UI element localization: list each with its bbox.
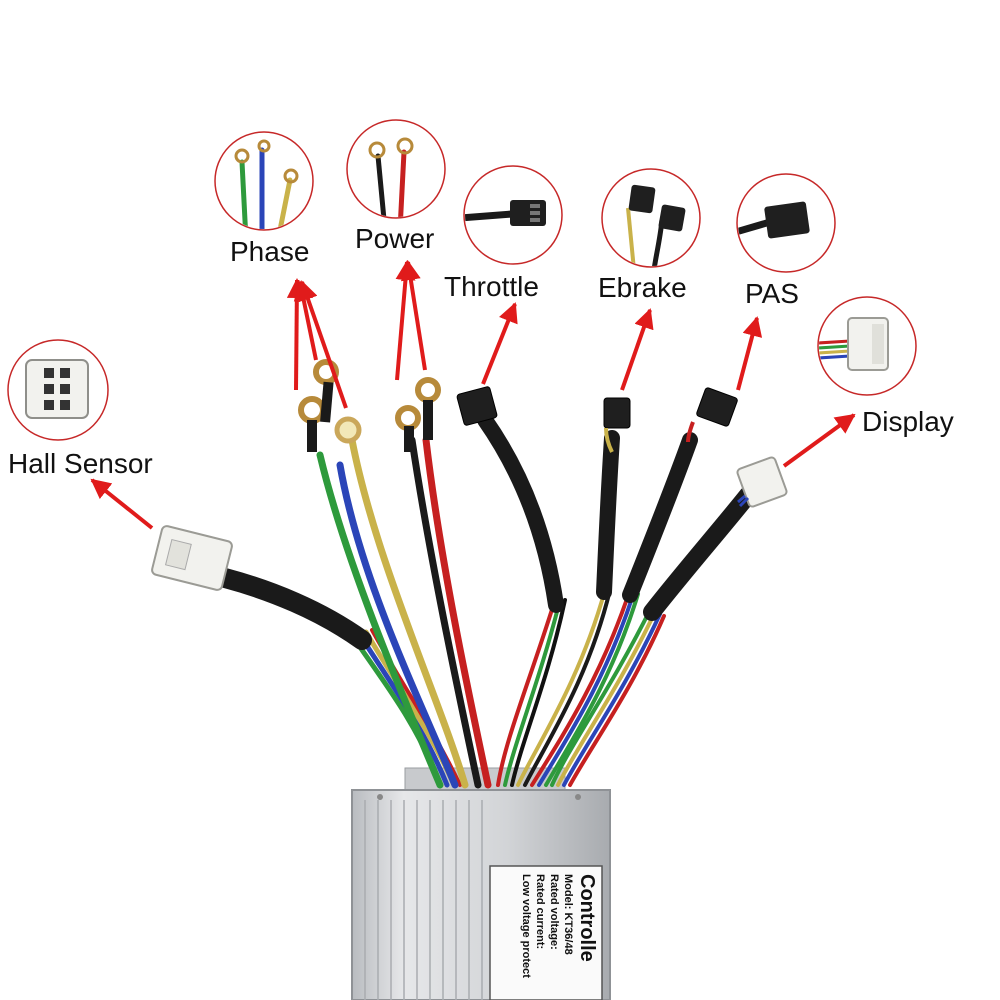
hall-sensor-connector (151, 525, 233, 591)
label-power: Power (355, 223, 435, 254)
pointer-arrows (90, 260, 856, 530)
hall-arrow (90, 478, 154, 530)
power-arrow-2 (400, 260, 427, 371)
label-throttle: Throttle (444, 271, 539, 302)
cable-sheaths (215, 412, 757, 650)
label-pas: PAS (745, 278, 799, 309)
ebrake-arrow (620, 308, 654, 391)
plate-low-voltage: Low voltage protect (520, 874, 532, 978)
phase-arrow-1 (286, 278, 307, 391)
controller-label-plate (489, 865, 603, 1000)
controller-plate-text: Controlle Model: KT36/48 Rated voltage: … (492, 868, 602, 1000)
hall-sensor-detail (7, 339, 109, 441)
plate-model: Model: KT36/48 (562, 874, 574, 955)
display-arrow (782, 413, 856, 468)
phase-arrow-3 (298, 280, 348, 409)
label-phase: Phase (230, 236, 310, 267)
plate-title: Controlle (576, 874, 598, 962)
label-display: Display (862, 406, 954, 437)
plate-rated-current: Rated current: (534, 874, 546, 950)
label-ebrake: Ebrake (598, 272, 687, 303)
controller-housing (351, 767, 611, 1000)
wire-bundle (316, 436, 666, 789)
display-detail (817, 296, 917, 396)
power-arrow-1 (395, 260, 416, 381)
pas-connector (686, 387, 738, 443)
throttle-arrow (481, 302, 518, 385)
phase-terminals (298, 359, 362, 452)
power-terminals (395, 377, 441, 452)
throttle-connector (456, 386, 498, 426)
label-hall-sensor: Hall Sensor (8, 448, 153, 479)
power-detail (346, 119, 446, 219)
phase-detail (214, 131, 314, 231)
ebrake-connector (603, 397, 631, 453)
plate-rated-voltage: Rated voltage: (548, 874, 560, 950)
ebrake-detail (601, 168, 701, 268)
pas-detail (736, 173, 836, 273)
pas-arrow (736, 316, 763, 391)
throttle-detail (463, 165, 563, 265)
display-connector (736, 456, 788, 508)
